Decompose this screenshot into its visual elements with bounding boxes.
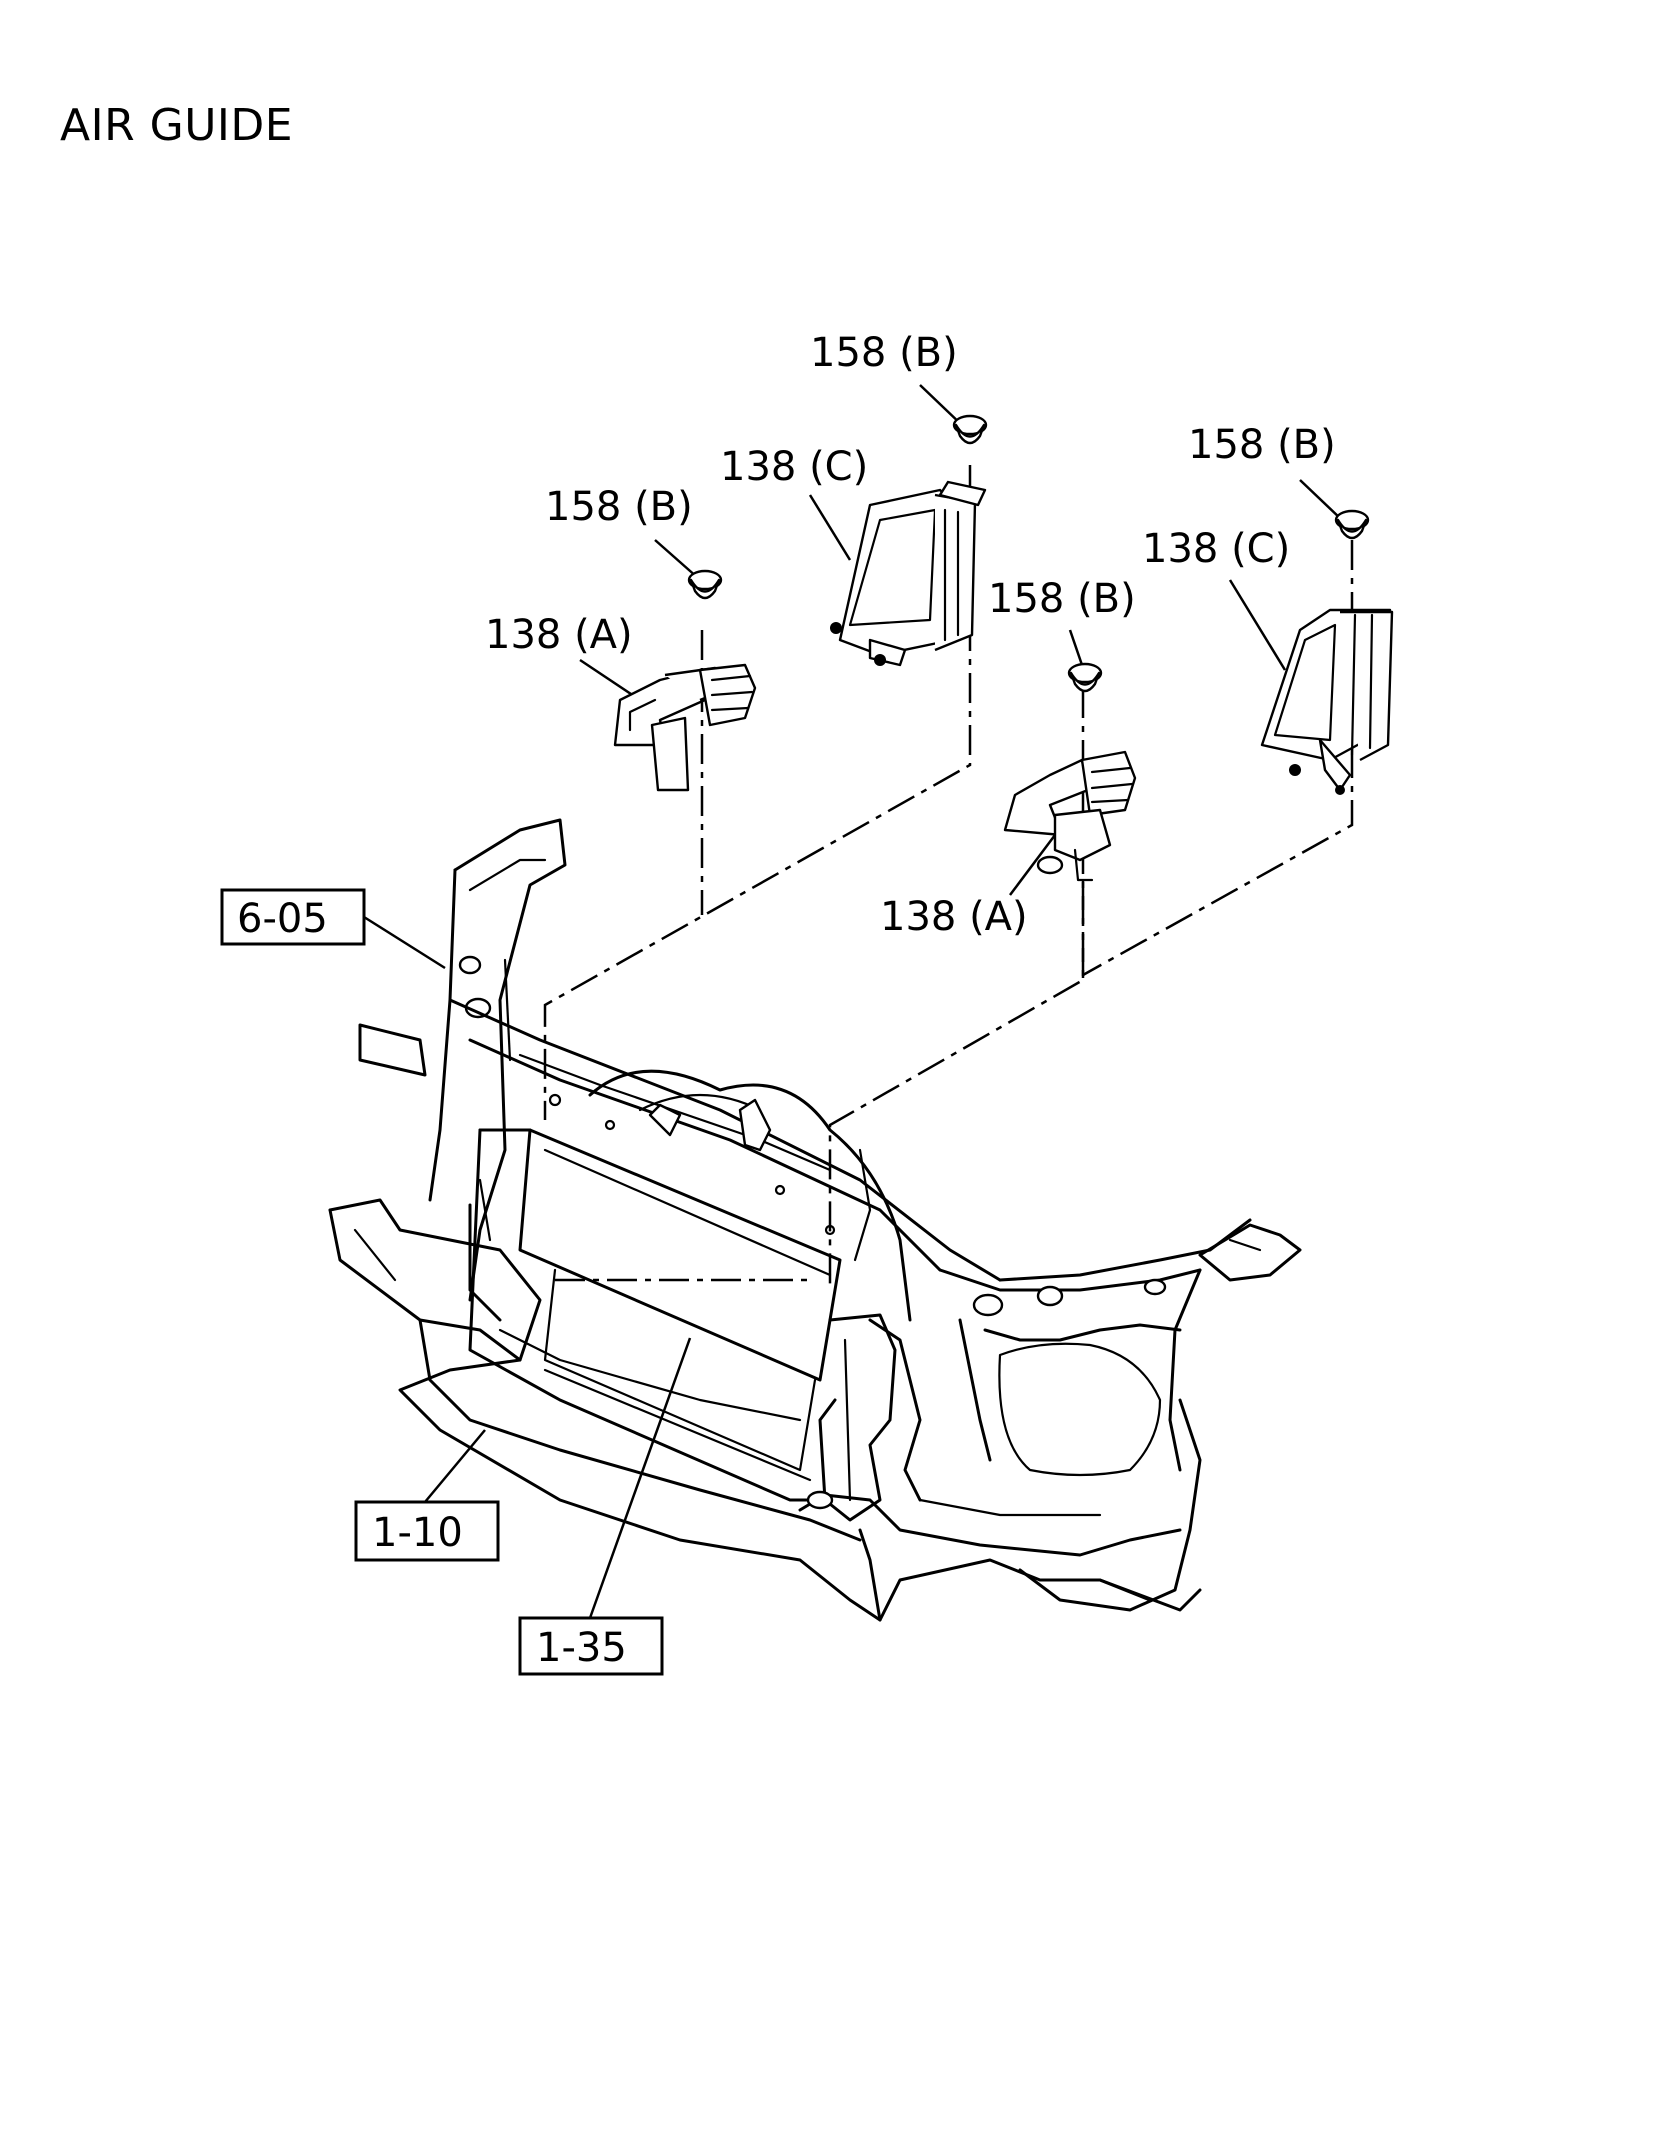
bracket-138c-right	[1260, 608, 1394, 795]
svg-text:6-05: 6-05	[237, 896, 328, 942]
radiator-support-assembly	[328, 818, 1302, 1622]
svg-text:1-10: 1-10	[372, 1510, 463, 1556]
clip-158b-right	[1334, 509, 1370, 540]
callout-158b-center: 158 (B)	[988, 576, 1136, 622]
ref-box-1-35: 1-35	[518, 1616, 664, 1676]
callout-138c-right: 138 (C)	[1142, 526, 1290, 572]
callout-138c-left: 138 (C)	[720, 444, 868, 490]
ref-box-1-10: 1-10	[354, 1500, 500, 1562]
clip-158b-top	[952, 414, 988, 445]
bracket-138c-left	[830, 480, 987, 667]
callout-138a-left: 138 (A)	[485, 612, 633, 658]
clip-158b-center	[1067, 662, 1103, 693]
bracket-138a-right	[1003, 750, 1137, 882]
svg-text:1-35: 1-35	[536, 1625, 627, 1671]
clip-158b-left	[687, 569, 723, 600]
leader-lines	[363, 384, 1343, 1619]
callout-138a-right: 138 (A)	[880, 894, 1028, 940]
callout-158b-right: 158 (B)	[1188, 422, 1336, 468]
callout-158b-left: 158 (B)	[545, 484, 693, 530]
ref-box-6-05: 6-05	[220, 888, 366, 946]
bracket-138a-left	[613, 663, 757, 792]
callout-158b-top: 158 (B)	[810, 330, 958, 376]
page-title: AIR GUIDE	[60, 100, 294, 151]
